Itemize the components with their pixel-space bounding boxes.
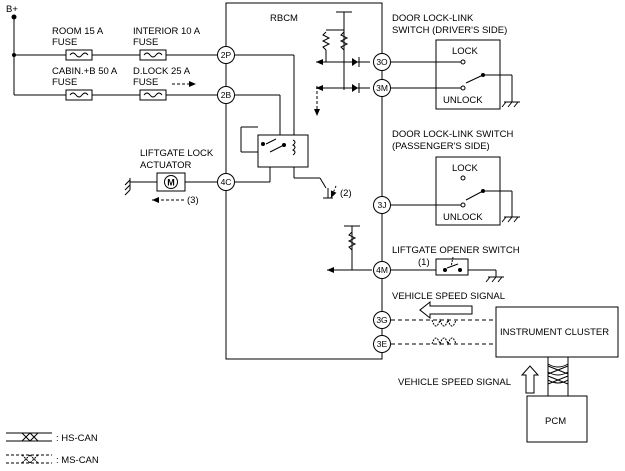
pin-3G: 3G	[373, 311, 391, 329]
pin-3O: 3O	[373, 53, 391, 71]
pin-4C: 4C	[217, 173, 235, 191]
svg-text:SWITCH (DRIVER'S SIDE): SWITCH (DRIVER'S SIDE)	[392, 25, 507, 36]
svg-text:CABIN.+B 50 A: CABIN.+B 50 A	[52, 66, 118, 77]
svg-text:PCM: PCM	[545, 416, 566, 427]
svg-text:(3): (3)	[187, 195, 199, 206]
can-bus-lines	[391, 318, 496, 346]
svg-text:FUSE: FUSE	[52, 77, 77, 88]
pin-2P: 2P	[217, 46, 235, 64]
svg-text:M: M	[167, 178, 175, 188]
legend: : HS-CAN : MS-CAN	[6, 432, 99, 466]
pin-3M: 3M	[373, 79, 391, 97]
pin-4M: 4M	[373, 261, 391, 279]
driver-door-lock-link-switch: DOOR LOCK-LINK SWITCH (DRIVER'S SIDE) LO…	[391, 13, 520, 110]
svg-text:3O: 3O	[376, 57, 388, 67]
svg-text:UNLOCK: UNLOCK	[443, 212, 483, 223]
relay	[257, 134, 309, 168]
interior-fuse: INTERIOR 10 A FUSE	[133, 26, 201, 61]
rbcm-module	[225, 2, 383, 360]
callout-2: (2)	[340, 188, 352, 199]
svg-text:2P: 2P	[221, 50, 232, 60]
liftgate-lock-actuator: LIFTGATE LOCK ACTUATOR M (3)	[124, 148, 217, 206]
svg-text:3E: 3E	[377, 339, 388, 349]
power-supply: B+	[6, 4, 217, 96]
svg-text:INSTRUMENT CLUSTER: INSTRUMENT CLUSTER	[500, 327, 609, 338]
svg-text:3J: 3J	[378, 200, 387, 210]
liftgate-opener-switch: LIFTGATE OPENER SWITCH (1)	[391, 245, 520, 283]
motor-icon	[164, 175, 178, 189]
svg-text:LOCK: LOCK	[452, 163, 479, 174]
room-fuse: ROOM 15 A FUSE	[52, 26, 104, 61]
svg-text:DOOR LOCK-LINK SWITCH: DOOR LOCK-LINK SWITCH	[392, 129, 514, 140]
svg-text:UNLOCK: UNLOCK	[443, 95, 483, 106]
svg-text:LIFTGATE OPENER SWITCH: LIFTGATE OPENER SWITCH	[392, 245, 520, 256]
svg-text:ROOM 15 A: ROOM 15 A	[52, 26, 104, 37]
pcm: PCM	[526, 395, 588, 443]
svg-text:LOCK: LOCK	[452, 46, 479, 57]
instrument-cluster: INSTRUMENT CLUSTER	[495, 306, 619, 358]
passenger-door-lock-link-switch: DOOR LOCK-LINK SWITCH (PASSENGER'S SIDE)…	[391, 129, 520, 226]
svg-text:D.LOCK 25 A: D.LOCK 25 A	[133, 66, 191, 77]
bplus-label: B+	[6, 4, 18, 15]
vehicle-speed-signal-top: VEHICLE SPEED SIGNAL	[392, 291, 505, 320]
hs-can-twisted-pair	[547, 357, 569, 396]
svg-text:ACTUATOR: ACTUATOR	[140, 160, 192, 171]
pin-2B: 2B	[217, 86, 235, 104]
svg-text:4C: 4C	[221, 177, 232, 187]
legend-hs-can: : HS-CAN	[56, 433, 98, 444]
svg-text:4M: 4M	[376, 265, 388, 275]
svg-text:INTERIOR 10 A: INTERIOR 10 A	[133, 26, 201, 37]
legend-ms-can: : MS-CAN	[56, 455, 99, 466]
pin-3J: 3J	[373, 196, 391, 214]
svg-text:FUSE: FUSE	[52, 37, 77, 48]
rbcm-label: RBCM	[270, 13, 298, 24]
svg-text:(1): (1)	[418, 257, 430, 268]
cabin-fuse: CABIN.+B 50 A FUSE	[52, 66, 118, 101]
svg-text:VEHICLE SPEED SIGNAL: VEHICLE SPEED SIGNAL	[398, 377, 511, 388]
svg-text:(PASSENGER'S SIDE): (PASSENGER'S SIDE)	[392, 141, 490, 152]
svg-text:FUSE: FUSE	[133, 77, 158, 88]
svg-text:2B: 2B	[221, 90, 232, 100]
pin-3E: 3E	[373, 335, 391, 353]
svg-text:DOOR LOCK-LINK: DOOR LOCK-LINK	[392, 13, 474, 24]
svg-text:VEHICLE SPEED SIGNAL: VEHICLE SPEED SIGNAL	[392, 291, 505, 302]
rbcm-internal: (2)	[235, 11, 372, 273]
svg-text:FUSE: FUSE	[133, 37, 158, 48]
svg-text:3M: 3M	[376, 83, 388, 93]
vehicle-speed-signal-bottom: VEHICLE SPEED SIGNAL	[398, 365, 540, 394]
dlock-fuse: D.LOCK 25 A FUSE	[133, 66, 196, 101]
svg-text:3G: 3G	[376, 315, 387, 325]
svg-text:LIFTGATE LOCK: LIFTGATE LOCK	[140, 148, 214, 159]
